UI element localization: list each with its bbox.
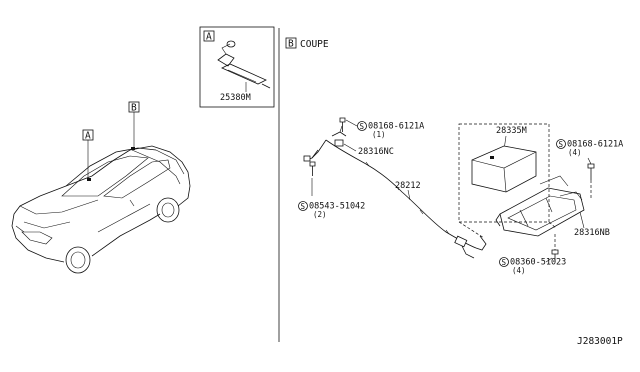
bolt2-s-symbol <box>556 139 566 149</box>
callout-b-label: B <box>131 103 137 114</box>
bolt2-code: 08168-6121A <box>567 140 623 150</box>
part-28335m-label: 28335M <box>496 126 527 136</box>
bolt4-s-letter: S <box>502 258 507 267</box>
bolt4-s-symbol <box>499 257 509 267</box>
bolt4-code: 08360-51023 <box>510 258 566 268</box>
bolt-08360-51023-drawing <box>551 249 559 262</box>
bolt-08168-6121a-4-drawing <box>587 163 595 200</box>
part-28212-label: 28212 <box>395 181 421 191</box>
section-b-marker-label: B <box>288 39 294 50</box>
bracket-28316nb-drawing <box>495 175 585 237</box>
inset-a-marker <box>203 30 215 42</box>
bolt1-qty: (1) <box>372 130 386 139</box>
bolt3-s-symbol <box>298 201 308 211</box>
bolt1-s-letter: S <box>360 122 365 131</box>
part-28316nc-label: 28316NC <box>358 147 394 157</box>
callout-a-label: A <box>85 131 91 142</box>
sensor-25380m-drawing <box>217 40 271 89</box>
harness-28212-drawing <box>303 125 487 259</box>
bolt3-qty: (2) <box>313 210 327 219</box>
bolt2-qty: (4) <box>568 148 582 157</box>
section-b-title: COUPE <box>300 39 329 50</box>
bolt-08543-51042-drawing <box>309 161 316 196</box>
bolt3-s-letter: S <box>301 202 306 211</box>
bolt-08168-6121a-1-drawing <box>339 117 346 132</box>
part-28316nb-label: 28316NB <box>574 228 610 238</box>
inset-a-marker-label: A <box>206 32 212 43</box>
part-25380m-label: 25380M <box>220 93 251 103</box>
bolt1-s-symbol <box>357 121 367 131</box>
bolt3-code: 08543-51042 <box>309 202 365 212</box>
module-28335m-drawing <box>471 145 537 193</box>
car-illustration <box>11 145 191 274</box>
section-b-marker <box>285 37 297 49</box>
bolt2-s-letter: S <box>559 140 564 149</box>
bolt1-code: 08168-6121A <box>368 122 424 132</box>
diagram-reference: J283001P <box>577 336 623 347</box>
module-28335m-dash-frame <box>458 123 550 223</box>
inset-a-frame <box>199 26 275 108</box>
bolt4-qty: (4) <box>512 266 526 275</box>
